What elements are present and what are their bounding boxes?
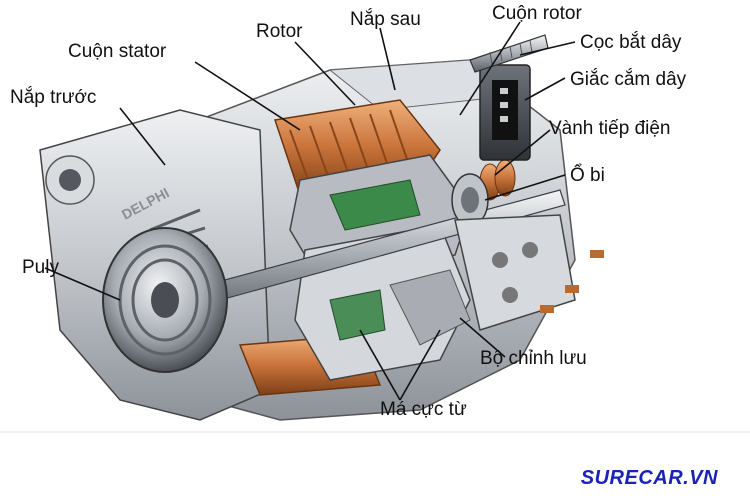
label-nap-truoc: Nắp trước: [10, 87, 97, 108]
pulley: [102, 227, 228, 373]
bearing: [451, 173, 489, 227]
connector-block: [479, 64, 531, 161]
label-vanh-tiep-dien: Vành tiếp điện: [549, 118, 671, 139]
label-rotor: Rotor: [256, 21, 303, 42]
label-coc-bat-day: Cọc bắt dây: [580, 32, 682, 53]
leader-lines: [44, 21, 576, 401]
label-bo-chinh-luu: Bộ chỉnh lưu: [480, 348, 587, 369]
label-cuon-stator: Cuộn stator: [68, 41, 167, 62]
label-cuon-rotor: Cuộn rotor: [492, 3, 582, 24]
label-giac-cam-day: Giắc cắm dây: [570, 69, 687, 90]
label-ma-cuc-tu: Má cực từ: [380, 399, 467, 420]
label-nap-sau: Nắp sau: [350, 9, 421, 30]
label-puly: Puly: [22, 257, 59, 278]
rectifier: [454, 214, 604, 331]
watermark: SURECAR.VN: [580, 467, 718, 489]
label-o-bi: Ổ bi: [570, 165, 605, 186]
